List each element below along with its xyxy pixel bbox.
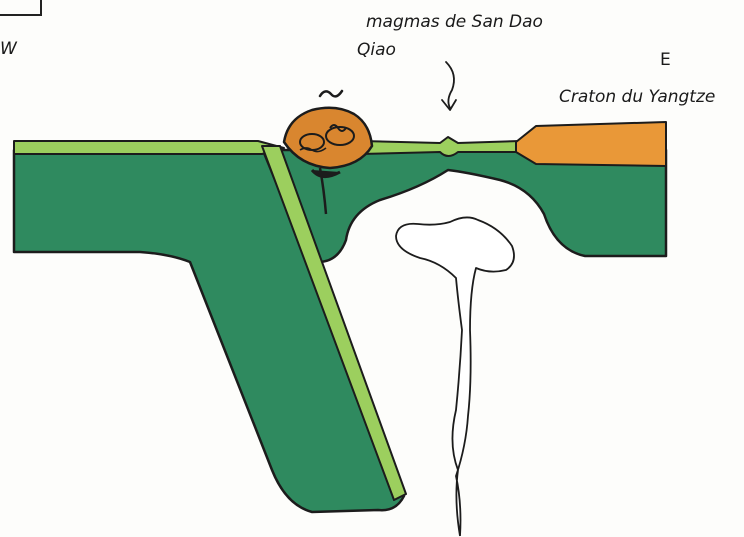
oceanic-crust-top — [14, 141, 284, 154]
east-label: E — [660, 52, 671, 69]
eruption-tilde-icon — [320, 91, 342, 96]
magmas-label-line2: Qiao — [357, 42, 396, 59]
yangtze-craton — [516, 122, 666, 166]
legend-box-frame — [0, 0, 42, 16]
magmas-label-line1: magmas de San Dao — [366, 14, 543, 31]
west-label: W — [0, 41, 17, 58]
magmas-arrow — [446, 62, 454, 108]
craton-label: Craton du Yangtze — [559, 89, 715, 106]
mantle-plume — [396, 217, 514, 536]
